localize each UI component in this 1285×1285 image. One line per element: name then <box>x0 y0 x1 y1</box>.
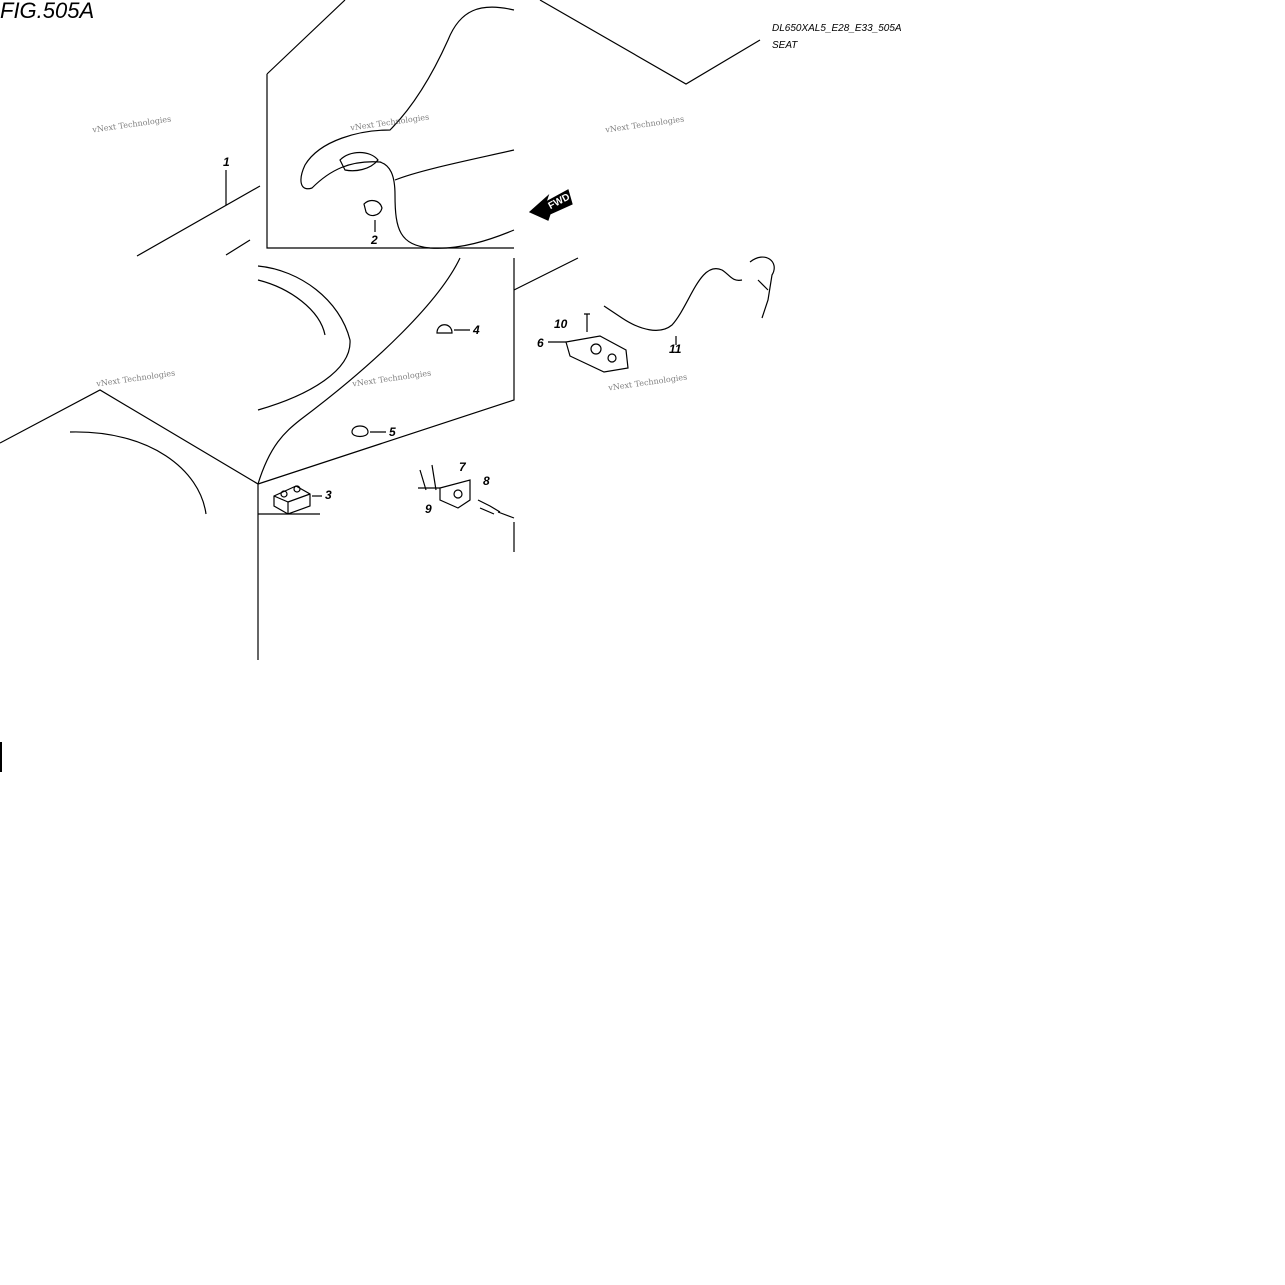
callout-10: 10 <box>554 317 568 331</box>
seat-panel-outline <box>266 0 761 249</box>
part-2-grommet <box>363 199 383 232</box>
fwd-arrow-shape <box>528 189 573 221</box>
part-5-nut <box>351 425 386 438</box>
rear-seat-edge <box>257 257 461 485</box>
section-name: SEAT <box>772 40 798 51</box>
callout-9: 9 <box>425 502 432 516</box>
part-8-lock <box>477 499 501 515</box>
part-11-cable <box>603 267 743 331</box>
mid-panel-outline <box>257 257 579 485</box>
callout-4: 4 <box>473 323 480 337</box>
rear-seat-curve <box>257 265 351 411</box>
part-9-clip <box>418 464 440 491</box>
seat-handle <box>339 151 379 172</box>
callout-8: 8 <box>483 474 490 488</box>
callout-3: 3 <box>325 488 332 502</box>
lock-cylinder <box>497 511 515 552</box>
left-edge-bar <box>0 742 2 772</box>
seat-inner-line <box>394 149 515 181</box>
part-4-cushion <box>436 324 470 334</box>
part-10-screw <box>584 313 590 332</box>
part-3-block <box>273 485 311 515</box>
model-code: DL650XAL5_E28_E33_505A <box>772 23 902 34</box>
lower-panel-outline <box>0 389 320 660</box>
callout-5: 5 <box>389 425 396 439</box>
callout-2: 2 <box>371 233 378 247</box>
callout-11: 11 <box>669 342 682 356</box>
part-7-bracket <box>439 479 471 509</box>
lower-seat-curve <box>69 431 207 515</box>
seat-front-body <box>300 6 515 249</box>
part-6-latch <box>565 335 629 373</box>
callout-6: 6 <box>537 336 544 350</box>
callout-1: 1 <box>223 155 230 169</box>
rear-seat-inner <box>257 279 326 336</box>
callout-7: 7 <box>459 460 466 474</box>
figure-title: FIG.505A <box>0 0 95 23</box>
leader-1 <box>136 170 261 257</box>
key-shape <box>749 256 775 319</box>
